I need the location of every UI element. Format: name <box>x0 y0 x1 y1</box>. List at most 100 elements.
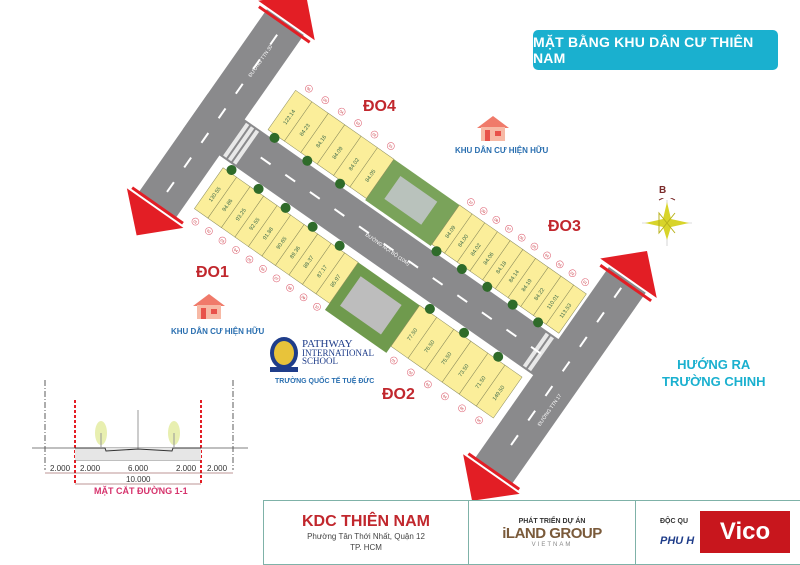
lot-number-badge <box>387 142 395 150</box>
lot-number-badge <box>286 284 294 292</box>
lane-dash <box>481 311 493 321</box>
lot-number: 02 <box>569 271 575 277</box>
lot-number-badge <box>259 265 267 273</box>
road-cross-section: 2.000 2.000 6.000 2.000 2.000 10.000 <box>32 380 248 485</box>
lot-number-badge <box>581 278 589 286</box>
lot-number-badge <box>407 368 415 377</box>
lot-number: 04 <box>544 253 550 259</box>
lane-dash <box>505 328 517 338</box>
lot-number: 08 <box>287 286 293 292</box>
lane-dash <box>613 287 623 299</box>
lot[interactable] <box>315 252 359 304</box>
lot-number: 06 <box>306 86 312 92</box>
lot-number: 07 <box>273 276 279 282</box>
lot-number: 05 <box>322 98 328 104</box>
dim-total: 10.000 <box>126 475 151 484</box>
lot-number: 06 <box>519 235 525 241</box>
lane-dash <box>561 360 571 372</box>
page-title: MẶT BẰNG KHU DÂN CƯ THIÊN NAM <box>533 30 778 70</box>
lot-number-badge <box>313 302 321 311</box>
lot-number-badge <box>475 416 483 425</box>
existing-residential-label: KHU DÂN CƯ HIỆN HỮU <box>455 146 549 155</box>
tree-icon <box>307 221 318 232</box>
crosswalk <box>223 122 555 372</box>
lot-number: 02 <box>408 370 414 376</box>
lot-number: 10 <box>468 200 474 206</box>
lot-number-badge <box>321 96 330 104</box>
tree-icon <box>507 299 518 310</box>
project-address-line2: TP. HCM <box>350 542 382 552</box>
lane-dash <box>309 191 321 200</box>
lot-number-badge <box>479 207 488 215</box>
tree-icon <box>302 155 313 166</box>
lane-dash <box>260 156 272 166</box>
lane-dash <box>333 208 345 217</box>
dim-sidewalk-outer-right: 2.000 <box>207 464 228 473</box>
tree-icon <box>253 183 264 194</box>
watermark-logo: Vico <box>700 511 790 553</box>
school-name: TRƯỜNG QUỐC TẾ TUỆ ĐỨC <box>275 378 375 385</box>
lane-dash <box>456 294 468 303</box>
lot[interactable] <box>349 147 395 199</box>
lane-dash <box>183 156 192 168</box>
dim-sidewalk-left: 2.000 <box>80 464 101 473</box>
lane-dash <box>596 311 605 323</box>
lane-dash <box>200 132 210 144</box>
lane-dash <box>235 83 244 95</box>
lot-number: 07 <box>506 226 512 232</box>
lot-number: 10 <box>314 304 320 310</box>
lot-number: 03 <box>425 382 431 388</box>
lot-number: 02 <box>371 132 377 138</box>
lane-dash <box>544 385 554 397</box>
distributor-info: ĐỘC QU PHU H <box>636 501 800 564</box>
lot-number-badge <box>424 380 432 389</box>
lot-number: 02 <box>206 229 212 235</box>
cross-section-title: MẶT CẮT ĐƯỜNG 1-1 <box>94 486 188 496</box>
lane-dash <box>217 107 227 119</box>
lot-number-badge <box>370 130 379 139</box>
lot-number: 04 <box>339 109 345 115</box>
road-end-arrows <box>126 0 657 500</box>
lane-dash <box>527 410 536 422</box>
road-ttn17 <box>474 266 646 486</box>
lot-number: 03 <box>557 262 563 268</box>
project-info: KDC THIÊN NAM Phường Tân Thới Nhất, Quận… <box>264 501 469 564</box>
lane-dash <box>252 58 261 70</box>
lot[interactable] <box>545 284 587 334</box>
lot-number-badge <box>218 236 227 245</box>
lot-number: 01 <box>582 280 588 286</box>
dim-carriageway: 6.000 <box>128 464 149 473</box>
lot-number: 08 <box>493 218 499 224</box>
lot-number-badge <box>299 293 308 302</box>
lane-dash <box>358 225 370 235</box>
lot-number-badge <box>272 274 281 283</box>
lot-number: 01 <box>391 358 397 364</box>
lot-number-badge <box>205 227 213 235</box>
lot-number-badge <box>245 255 254 264</box>
lot-number-badge <box>517 233 526 242</box>
lot-number: 01 <box>388 144 394 150</box>
lane-dash <box>166 181 175 193</box>
lane-dash <box>510 434 519 446</box>
lot-number-badge <box>191 217 200 226</box>
existing-residential-label: KHU DÂN CƯ HIỆN HỮU <box>171 327 265 336</box>
tree-icon <box>226 165 237 176</box>
tree-icon <box>424 303 435 314</box>
zone-label-do2: ĐO2 <box>382 386 415 403</box>
zone-label-do3: ĐO3 <box>548 218 581 235</box>
site-plan-map: 122.140684.230584.160484.090384.020284.0… <box>126 0 657 500</box>
tree-icon <box>482 281 493 292</box>
dim-sidewalk-outer-left: 2.000 <box>50 464 71 473</box>
lot-number-badge <box>492 216 501 224</box>
lane-dash <box>432 277 444 286</box>
tree-icon <box>456 264 467 275</box>
distributor-logo: PHU H <box>660 535 695 547</box>
lot-number-badge <box>441 392 449 401</box>
lot[interactable] <box>475 364 523 419</box>
lot-number: 09 <box>300 295 306 301</box>
lot-number: 09 <box>481 209 487 215</box>
project-name: KDC THIÊN NAM <box>302 512 430 530</box>
lot-number: 05 <box>246 257 252 263</box>
tree-icon <box>493 351 504 362</box>
lane-dash <box>407 259 419 269</box>
